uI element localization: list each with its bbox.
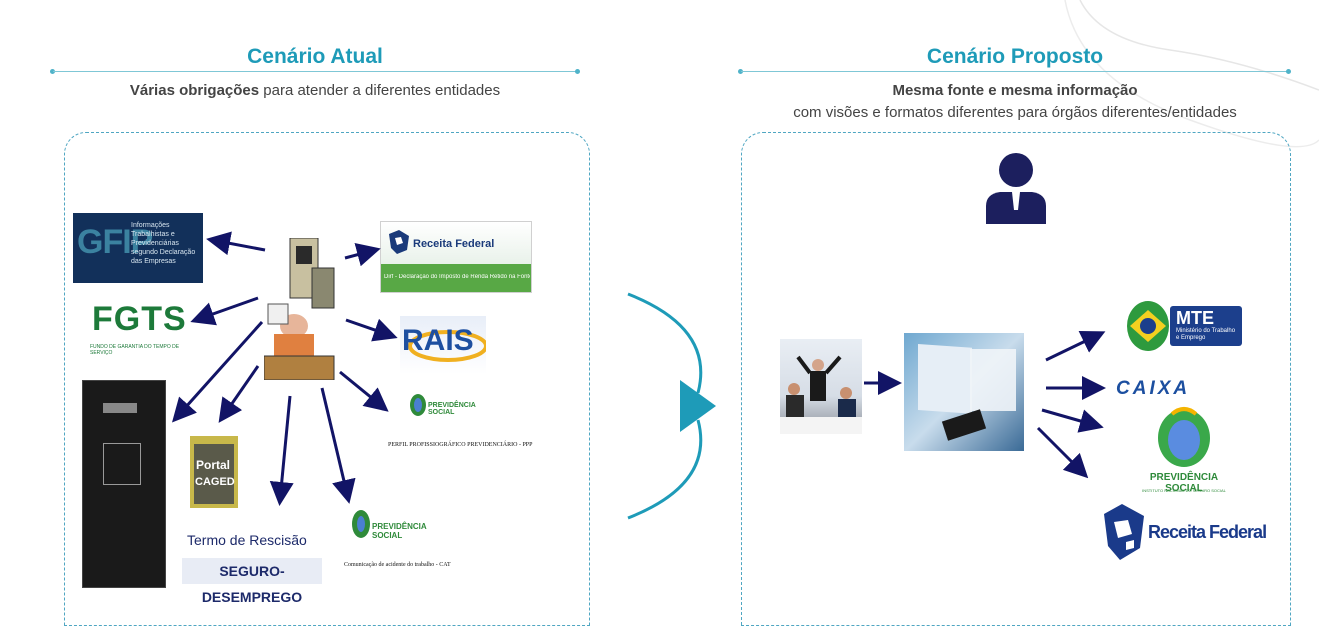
brazil-flag-icon bbox=[1127, 301, 1169, 351]
gfip-logo: GFIP Informações Trabalhistas e Previden… bbox=[73, 213, 203, 283]
gfip-logo-text: GFIP bbox=[77, 223, 153, 261]
background-decoration bbox=[1064, 0, 1319, 148]
ppp-caption: PERFIL PROFISSIOGRÁFICO PREVIDENCIÁRIO -… bbox=[388, 442, 533, 448]
mte-logo: MTE Ministério do Trabalho e Emprego bbox=[1126, 300, 1242, 352]
right-subtitle-line1: Mesma fonte e mesma informação bbox=[892, 82, 1138, 99]
business-meeting-image bbox=[780, 339, 862, 434]
cat-caption: Comunicação de acidente do trabalho - CA… bbox=[344, 562, 451, 568]
meeting-people-icon bbox=[780, 355, 862, 434]
arrow-to-previdencia bbox=[1041, 408, 1104, 433]
left-subtitle-bold: Várias obrigações bbox=[129, 82, 260, 99]
arrow-to-caged bbox=[218, 365, 260, 423]
mte-banner: MTE Ministério do Trabalho e Emprego bbox=[1170, 306, 1242, 346]
left-title: Cenário Atual bbox=[247, 45, 383, 68]
receita-emblem-icon bbox=[389, 230, 409, 254]
arrow-to-gfip bbox=[206, 231, 266, 256]
caged-line2: CAGED bbox=[195, 476, 235, 488]
right-rule-dot-start bbox=[738, 69, 743, 74]
arrow-to-termo bbox=[269, 395, 294, 506]
left-rule-dot-start bbox=[50, 69, 55, 74]
stressed-worker-image bbox=[264, 238, 335, 380]
right-title: Cenário Proposto bbox=[926, 45, 1104, 68]
fgts-logo: FGTS FUNDO DE GARANTIA DO TEMPO DE SERVI… bbox=[90, 300, 186, 358]
mte-description: Ministério do Trabalho e Emprego bbox=[1176, 328, 1236, 341]
receita-dirf-logo: Receita Federal Dirf - Declaração do Imp… bbox=[380, 221, 532, 293]
computer-screen-image bbox=[904, 333, 1024, 451]
play-triangle-icon bbox=[680, 380, 716, 432]
cabinet-label bbox=[103, 403, 137, 413]
arrow-to-cabinet bbox=[171, 320, 264, 423]
previdencia-right-logo: PREVIDÊNCIA SOCIAL INSTITUTO NACIONAL DO… bbox=[1136, 404, 1232, 500]
left-rule-dot-end bbox=[575, 69, 580, 74]
left-panel bbox=[64, 132, 590, 626]
arrow-to-previdencia-cat bbox=[320, 387, 356, 504]
right-rule-dot-end bbox=[1286, 69, 1291, 74]
seguro-desemprego-label: SEGURO-DESEMPREGO bbox=[182, 558, 322, 605]
arrow-to-previdencia-ppp bbox=[339, 370, 389, 412]
caged-inner bbox=[194, 444, 234, 504]
right-subtitle-line2: com visões e formatos diferentes para ór… bbox=[793, 104, 1237, 121]
caixa-logo: CAIXA bbox=[1116, 378, 1191, 399]
arrow-to-receita bbox=[344, 243, 381, 267]
previdencia-ppp-logo: PREVIDÊNCIA SOCIAL bbox=[408, 392, 488, 422]
arrow-to-receita-federal bbox=[1036, 426, 1089, 479]
gfip-description: Informações Trabalhistas e Previdenciári… bbox=[131, 222, 196, 265]
previdencia-right-text: PREVIDÊNCIA SOCIAL bbox=[1149, 472, 1219, 494]
previdencia-cat-text: PREVIDÊNCIA SOCIAL bbox=[372, 522, 427, 540]
previdencia-right-description: INSTITUTO NACIONAL DO SEGURO SOCIAL bbox=[1142, 488, 1226, 493]
previdencia-right-emblem-icon bbox=[1158, 407, 1210, 467]
termo-rescisao-label: Termo de Rescisão bbox=[187, 532, 307, 548]
fgts-logo-text: FGTS bbox=[92, 300, 187, 338]
previdencia-ppp-text: PREVIDÊNCIA SOCIAL bbox=[428, 402, 476, 416]
left-subtitle: Várias obrigações para atender a diferen… bbox=[60, 82, 570, 99]
arrow-to-rais bbox=[345, 318, 398, 342]
caged-line1: Portal bbox=[196, 458, 231, 472]
rais-logo: RAIS bbox=[400, 316, 486, 374]
right-panel bbox=[741, 132, 1291, 626]
rais-swoosh-icon bbox=[408, 330, 486, 362]
previdencia-emblem-icon bbox=[410, 394, 426, 416]
receita-logo-text: Receita Federal bbox=[413, 238, 495, 250]
transition-arrow bbox=[627, 292, 716, 520]
receita-right-text: Receita Federal bbox=[1148, 522, 1267, 542]
cabinet-form bbox=[103, 443, 141, 485]
filing-cabinet-image bbox=[82, 380, 166, 588]
right-divider bbox=[741, 71, 1288, 72]
fgts-description: FUNDO DE GARANTIA DO TEMPO DE SERVIÇO bbox=[90, 344, 180, 356]
portal-caged-logo: Portal CAGED bbox=[190, 436, 238, 508]
arrow-to-mte bbox=[1045, 330, 1106, 362]
rais-logo-text: RAIS bbox=[402, 324, 474, 357]
receita-right-logo: Receita Federal bbox=[1100, 502, 1267, 562]
receita-dirf-description: Dirf - Declaração do Imposto de Renda Re… bbox=[384, 274, 530, 280]
previdencia-cat-logo: PREVIDÊNCIA SOCIAL bbox=[350, 508, 450, 544]
left-divider bbox=[53, 71, 577, 72]
left-subtitle-rest: para atender a diferentes entidades bbox=[259, 82, 501, 99]
mte-logo-text: MTE bbox=[1176, 308, 1214, 328]
person-icon bbox=[986, 153, 1046, 224]
monitor-icon bbox=[918, 343, 1016, 441]
previdencia-cat-emblem-icon bbox=[352, 510, 370, 538]
arrow-to-fgts bbox=[190, 296, 259, 326]
receita-right-emblem-icon bbox=[1104, 504, 1144, 560]
